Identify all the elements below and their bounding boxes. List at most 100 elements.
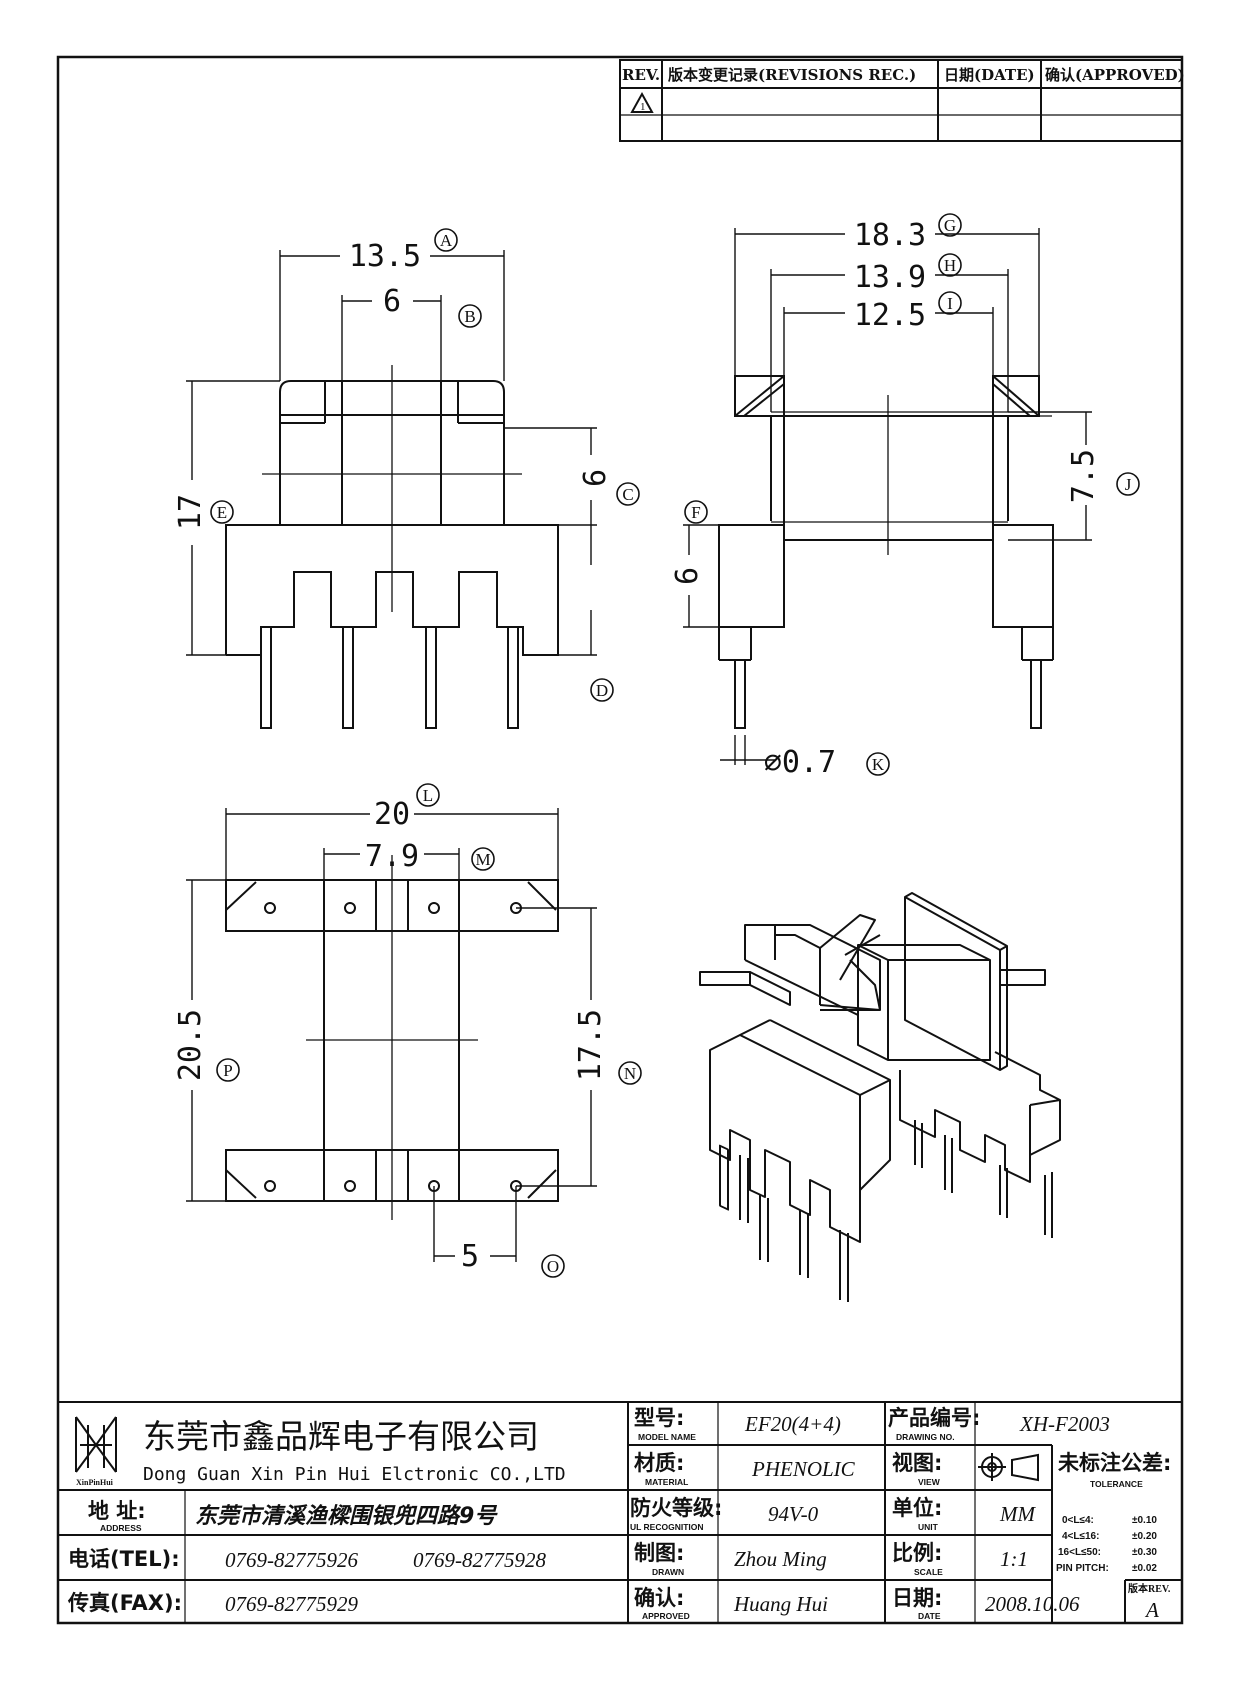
dimension-k-value: ⌀0.7 — [764, 745, 836, 780]
tolerance-range-4: PIN PITCH: — [1056, 1563, 1109, 1574]
sheet-border — [56, 55, 1184, 1625]
approved-sublabel: APPROVED — [642, 1611, 690, 1621]
tolerance-value-2: ±0.20 — [1132, 1531, 1157, 1542]
dimension-d-tag-circle — [590, 678, 614, 702]
rev-header: REV. — [622, 66, 660, 84]
dimension-l-tag: L — [423, 786, 433, 805]
dimension-d-tag: D — [596, 681, 608, 700]
revision-number: 1 — [640, 101, 646, 113]
flame-value: 94V-0 — [768, 1502, 819, 1526]
flame-label: 防火等级: — [630, 1496, 722, 1520]
scale-label: 比例: — [892, 1541, 942, 1565]
dimension-a-value: 13.5 — [349, 239, 421, 274]
dimension-p-value: 20.5 — [173, 1009, 208, 1081]
dimension-m-tag: M — [475, 850, 490, 869]
dimension-e-tag: E — [217, 503, 227, 522]
date-header: 日期(DATE) — [944, 66, 1035, 84]
side-view — [718, 375, 1054, 729]
drawing-no-sublabel: DRAWING NO. — [896, 1432, 955, 1442]
approved-header: 确认(APPROVED) — [1045, 66, 1185, 84]
scale-sublabel: SCALE — [914, 1567, 943, 1577]
bottom-view-dimension-lines — [186, 808, 597, 1262]
model-sublabel: MODEL NAME — [638, 1432, 696, 1442]
unit-label: 单位: — [892, 1496, 942, 1520]
tel-label: 电话(TEL): — [68, 1547, 180, 1571]
view-sublabel: VIEW — [918, 1477, 941, 1487]
material-value: PHENOLIC — [751, 1457, 856, 1481]
scale-value: 1:1 — [1000, 1547, 1028, 1571]
side-view-dimension-lines — [683, 228, 1092, 765]
bottom-view-centerlines — [306, 855, 478, 1220]
approved-value: Huang Hui — [733, 1592, 828, 1616]
tel-value-1: 0769-82775926 — [225, 1548, 358, 1572]
record-header: 版本变更记录(REVISIONS REC.) — [668, 66, 916, 84]
isometric-view — [699, 892, 1061, 1302]
address-value: 东莞市清溪渔樑围银兜四路9号 — [195, 1503, 498, 1529]
company-logo-icon — [75, 1416, 117, 1473]
unit-sublabel: UNIT — [918, 1522, 939, 1532]
tolerance-range-2: 4<L≤16: — [1062, 1531, 1099, 1542]
tolerance-label: 未标注公差: — [1058, 1451, 1171, 1475]
drawing-no-label: 产品编号: — [888, 1406, 980, 1430]
revision-triangle-icon: 1 — [630, 91, 654, 113]
fax-label: 传真(FAX): — [67, 1591, 182, 1615]
dimension-e-tag-circle — [210, 500, 234, 524]
tolerance-range-1: 0<L≤4: — [1062, 1515, 1094, 1526]
model-value: EF20(4+4) — [744, 1412, 841, 1436]
dimension-b-tag: B — [464, 307, 475, 326]
dimension-o-value: 5 — [461, 1239, 479, 1274]
dimension-g-tag: G — [944, 216, 956, 235]
dimension-c-tag-circle — [616, 482, 640, 506]
dimension-h-tag: H — [944, 256, 956, 275]
flame-sublabel: UL RECOGNITION — [630, 1522, 704, 1532]
revision-table — [619, 59, 1183, 142]
drawn-label: 制图: — [634, 1541, 684, 1565]
fax-value: 0769-82775929 — [225, 1592, 358, 1616]
dimension-f-tag-circle — [684, 500, 708, 524]
dimension-o-tag-circle — [541, 1254, 565, 1278]
dimension-g-tag-circle — [938, 213, 962, 237]
dimension-p-tag: P — [223, 1061, 232, 1080]
company-name-en: Dong Guan Xin Pin Hui Elctronic CO.,LTD — [143, 1464, 566, 1485]
dimension-j-value: 7.5 — [1066, 449, 1101, 503]
drawing-no-value: XH-F2003 — [1019, 1412, 1110, 1436]
tolerance-value-3: ±0.30 — [1132, 1547, 1157, 1558]
front-view-dimension-lines — [186, 250, 597, 656]
dimension-l-value: 20 — [374, 797, 410, 832]
dimension-n-tag: N — [624, 1064, 636, 1083]
dimension-k-tag-circle — [866, 752, 890, 776]
dimension-m-tag-circle — [471, 847, 495, 871]
dimension-f-tag: F — [691, 503, 700, 522]
date-sublabel: DATE — [918, 1611, 941, 1621]
dimension-f-value: 6 — [670, 567, 705, 585]
tolerance-value-4: ±0.02 — [1132, 1563, 1157, 1574]
date-value: 2008.10.06 — [985, 1592, 1080, 1616]
address-sublabel: ADDRESS — [100, 1523, 142, 1533]
version-label: 版本REV. — [1128, 1582, 1171, 1595]
company-name-cn: 东莞市鑫品辉电子有限公司 — [143, 1417, 539, 1456]
dimension-h-value: 13.9 — [854, 260, 926, 295]
unit-value: MM — [999, 1502, 1036, 1526]
dimension-e-value: 17 — [173, 494, 208, 530]
tolerance-range-3: 16<L≤50: — [1058, 1547, 1101, 1558]
view-label: 视图: — [892, 1451, 942, 1475]
dimension-b-value: 6 — [383, 284, 401, 319]
dimension-c-tag: C — [622, 485, 633, 504]
dimension-p-tag-circle — [216, 1058, 240, 1082]
side-view-centerlines — [735, 395, 1052, 555]
dimension-j-tag-circle — [1116, 472, 1140, 496]
dimension-k-tag: K — [872, 755, 885, 774]
dimension-n-value: 17.5 — [573, 1009, 608, 1081]
dimension-i-tag: I — [947, 294, 953, 313]
title-block-grid — [58, 1401, 1182, 1623]
dimension-g-value: 18.3 — [854, 218, 926, 253]
dimension-a-tag: A — [440, 231, 453, 250]
version-value: A — [1144, 1598, 1159, 1622]
dimension-o-tag: O — [547, 1257, 559, 1276]
tel-value-2: 0769-82775928 — [413, 1548, 546, 1572]
front-view-centerlines — [262, 365, 522, 612]
dimension-i-tag-circle — [938, 291, 962, 315]
dimension-h-tag-circle — [938, 253, 962, 277]
